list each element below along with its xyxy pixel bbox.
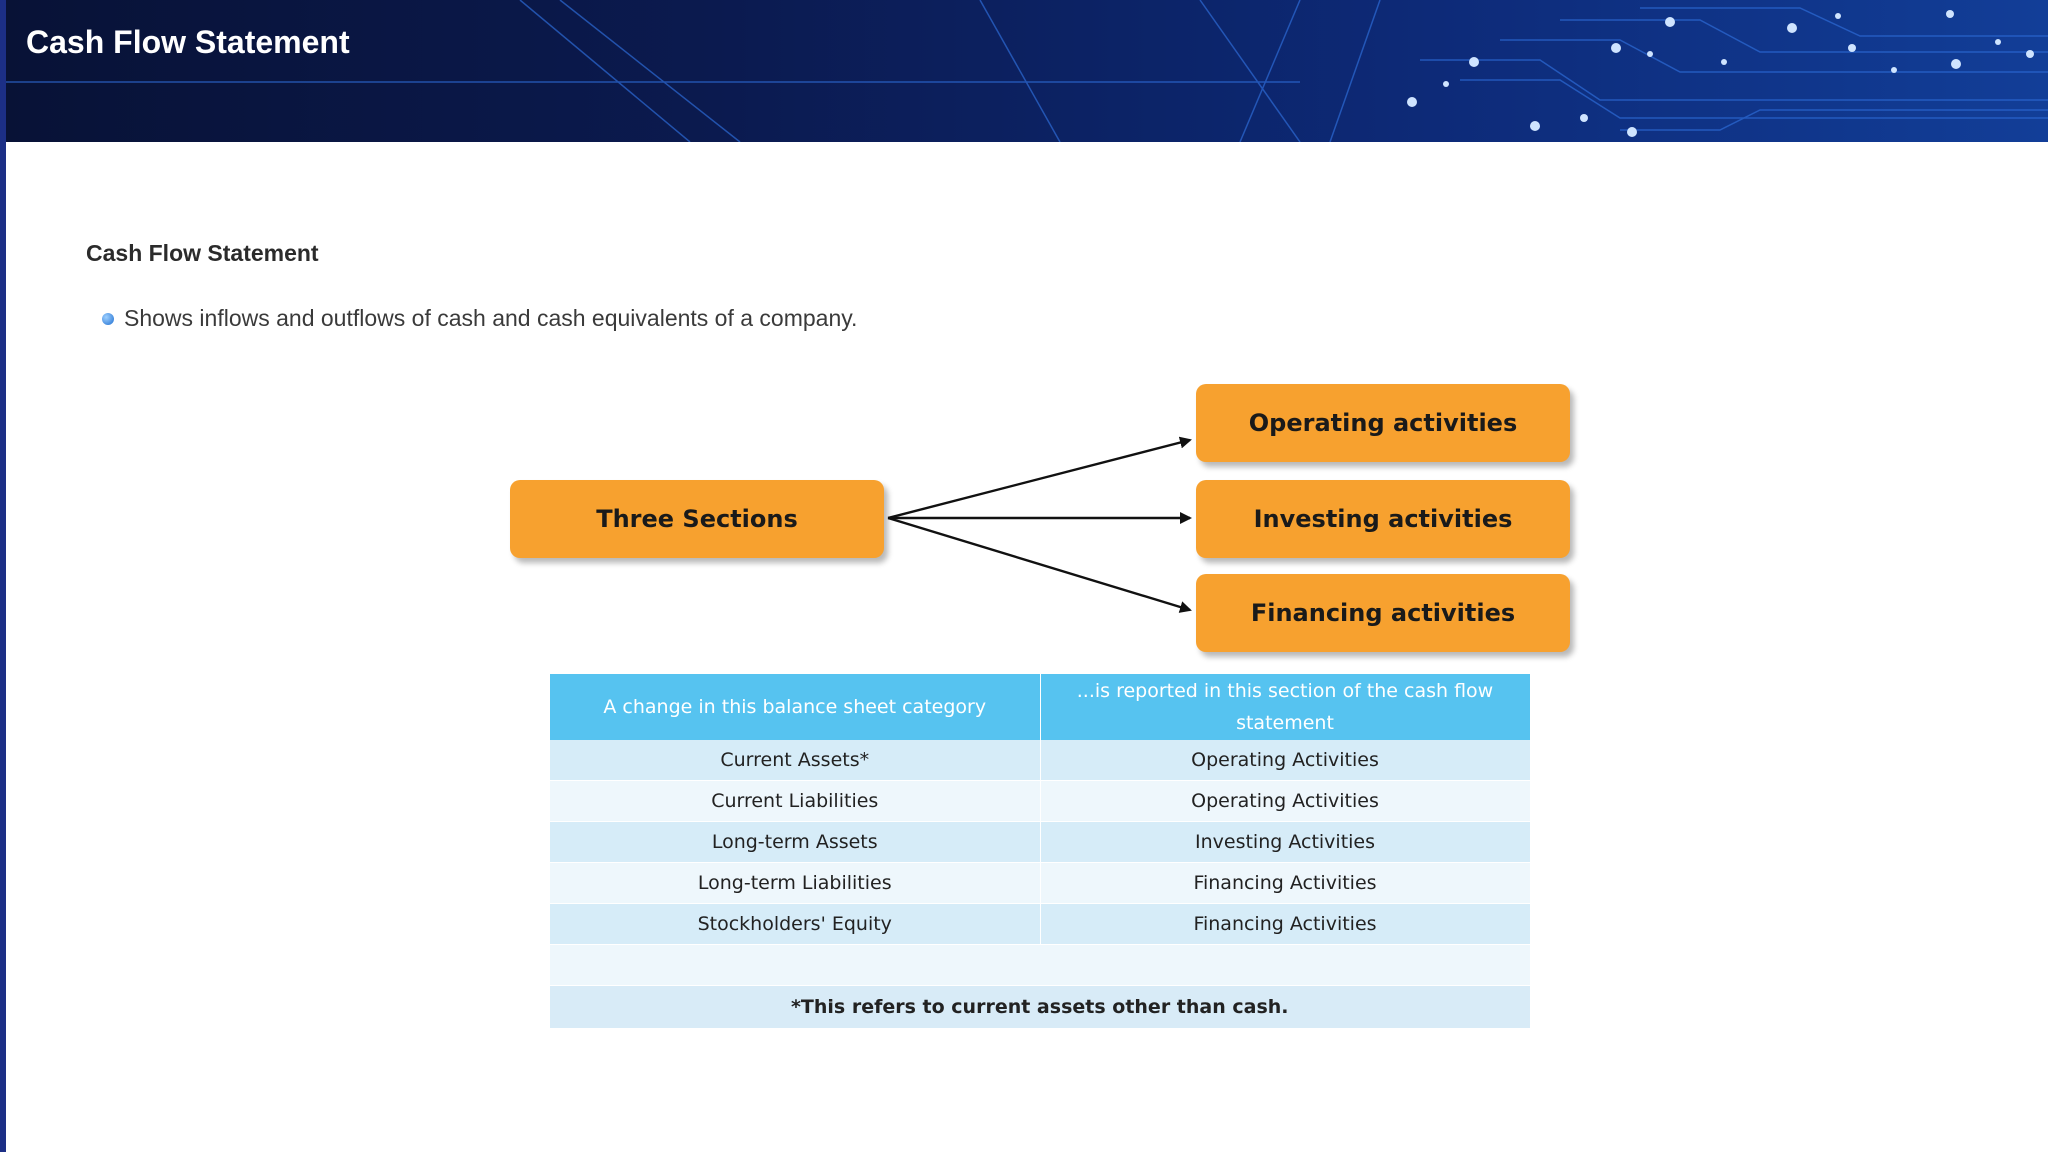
table-cell-category: Long-term Liabilities (550, 862, 1041, 904)
page-title: Cash Flow Statement (86, 240, 319, 266)
table-cell-category: Stockholders' Equity (550, 903, 1041, 945)
table-row: Long-term Liabilities Financing Activiti… (550, 862, 1531, 904)
three-sections-box: Three Sections (510, 480, 884, 558)
table-row: Current Assets* Operating Activities (550, 740, 1531, 781)
financing-activities-box: Financing activities (1196, 574, 1570, 652)
table-header-section: ...is reported in this section of the ca… (1040, 674, 1531, 740)
table-cell-section: Financing Activities (1040, 862, 1531, 904)
table-cell-category: Current Assets* (550, 740, 1041, 781)
table-blank-cell (550, 944, 1531, 986)
left-rule (0, 0, 6, 1152)
circuit-background (0, 0, 2048, 142)
table-footnote: *This refers to current assets other tha… (550, 985, 1531, 1029)
bullet-icon (102, 312, 114, 325)
table-header-row: A change in this balance sheet category … (550, 674, 1531, 740)
bullet-text: Shows inflows and outflows of cash and c… (124, 305, 858, 331)
table-row: Long-term Assets Investing Activities (550, 821, 1531, 863)
table-row: Stockholders' Equity Financing Activitie… (550, 903, 1531, 945)
mapping-table: A change in this balance sheet category … (550, 674, 1531, 1029)
investing-activities-box: Investing activities (1196, 480, 1570, 558)
table-cell-section: Investing Activities (1040, 821, 1531, 863)
table-cell-section: Operating Activities (1040, 740, 1531, 781)
title-banner: Cash Flow Statement (0, 0, 2048, 142)
arrow-operating (887, 436, 1192, 520)
bullet-item: Shows inflows and outflows of cash and c… (102, 305, 857, 332)
table-row: Current Liabilities Operating Activities (550, 780, 1531, 822)
operating-activities-box: Operating activities (1196, 384, 1570, 462)
table-footnote-row: *This refers to current assets other tha… (550, 985, 1531, 1029)
banner-title: Cash Flow Statement (26, 24, 350, 60)
table-cell-section: Operating Activities (1040, 780, 1531, 822)
table-cell-category: Long-term Assets (550, 821, 1041, 863)
arrow-financing (887, 516, 1192, 613)
table-cell-category: Current Liabilities (550, 780, 1041, 822)
table-header-category: A change in this balance sheet category (550, 674, 1041, 740)
table-cell-section: Financing Activities (1040, 903, 1531, 945)
table-blank-row (550, 944, 1531, 986)
